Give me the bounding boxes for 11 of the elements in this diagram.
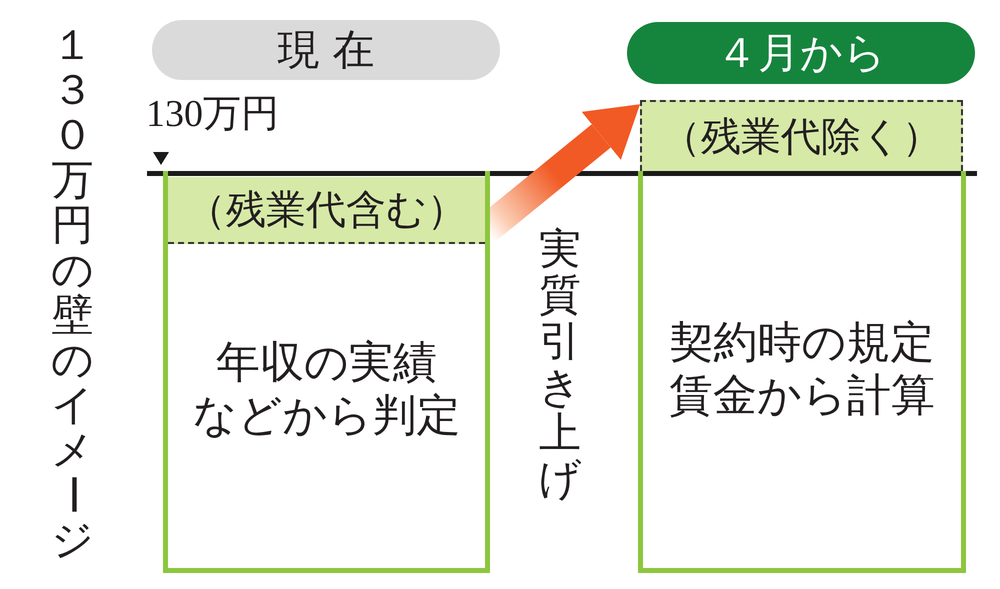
heading-pill: 現 在	[152, 20, 500, 80]
heading-pill: ４月から	[627, 22, 975, 84]
box-text: 契約時の規定賃金から計算	[669, 317, 935, 423]
note-band: （残業代含む）	[168, 177, 485, 244]
title: １３０万円の壁のイメージ	[50, 22, 95, 562]
outline-box	[163, 171, 490, 573]
vertical-note: 実質引き上げ	[538, 226, 582, 502]
note-band: （残業代除く）	[640, 100, 963, 171]
outline-box	[638, 171, 966, 573]
box-text: 年収の実績などから判定	[192, 337, 460, 443]
threshold-label: 130万円	[146, 94, 279, 136]
